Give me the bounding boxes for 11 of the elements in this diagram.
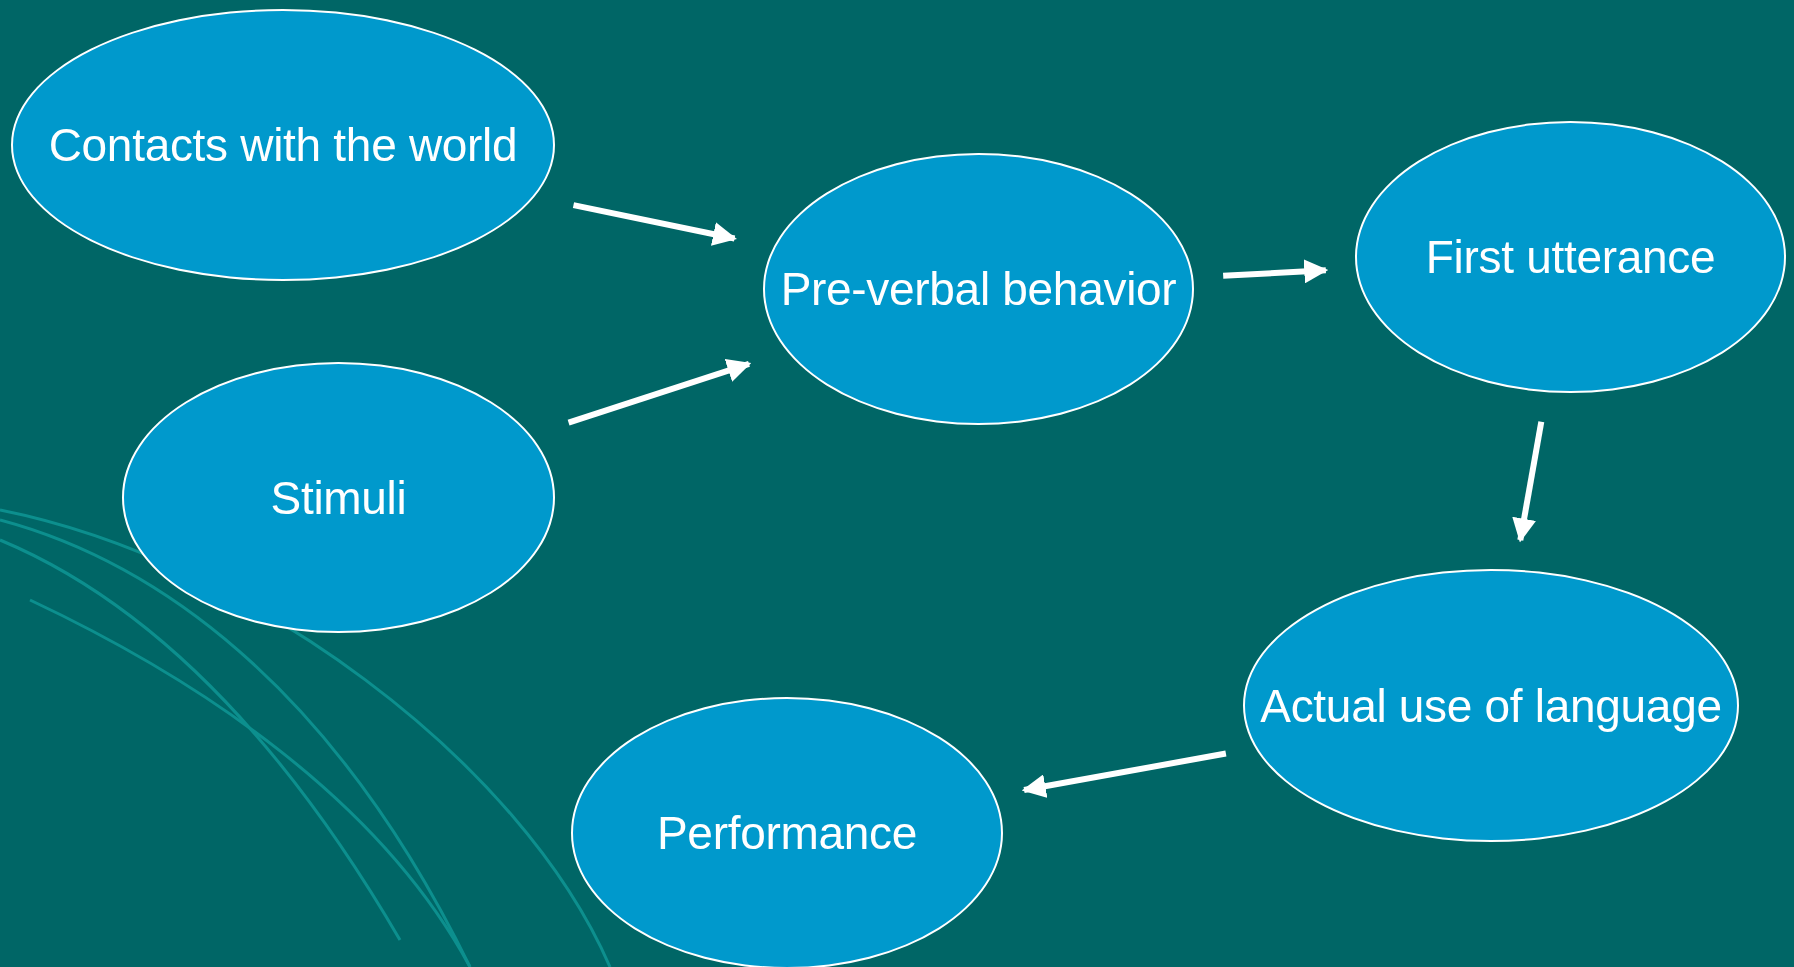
arrow	[1512, 421, 1545, 543]
arrow	[1021, 750, 1227, 798]
arrow	[572, 202, 737, 246]
node-label: First utterance	[1425, 230, 1716, 284]
node-label: Stimuli	[270, 470, 407, 525]
arrow	[567, 359, 752, 426]
arrow	[1223, 259, 1329, 284]
node-label: Actual use of language	[1260, 678, 1722, 733]
node-label: Pre-verbal behavior	[780, 262, 1177, 316]
node-label: Contacts with the world	[48, 118, 518, 172]
node-label: Performance	[656, 806, 917, 860]
